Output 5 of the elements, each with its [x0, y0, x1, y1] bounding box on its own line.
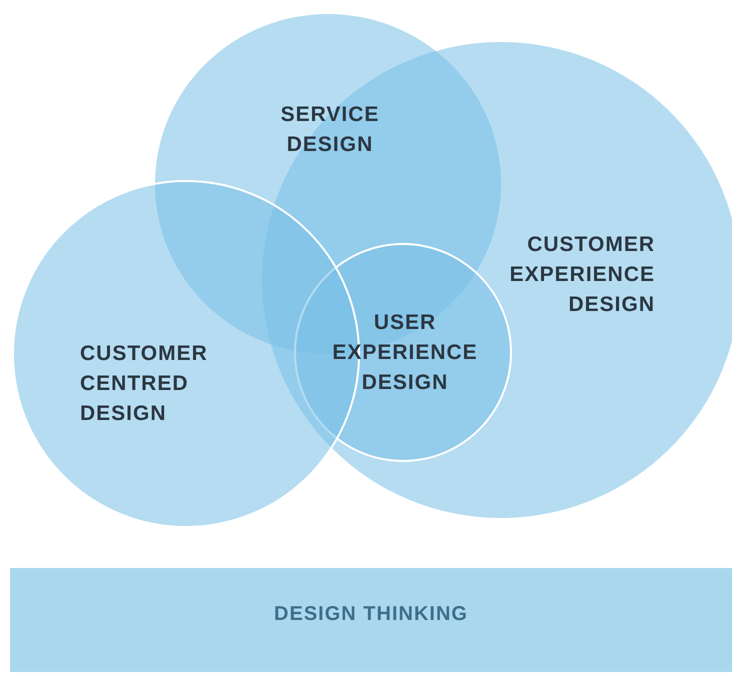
node-label: CUSTOMER EXPERIENCE DESIGN: [508, 232, 655, 318]
band: [10, 568, 732, 672]
node-label: DESIGN THINKING: [273, 602, 469, 627]
node-label: CUSTOMER CENTRED DESIGN: [80, 341, 209, 427]
node-label: SERVICE DESIGN: [280, 102, 380, 158]
